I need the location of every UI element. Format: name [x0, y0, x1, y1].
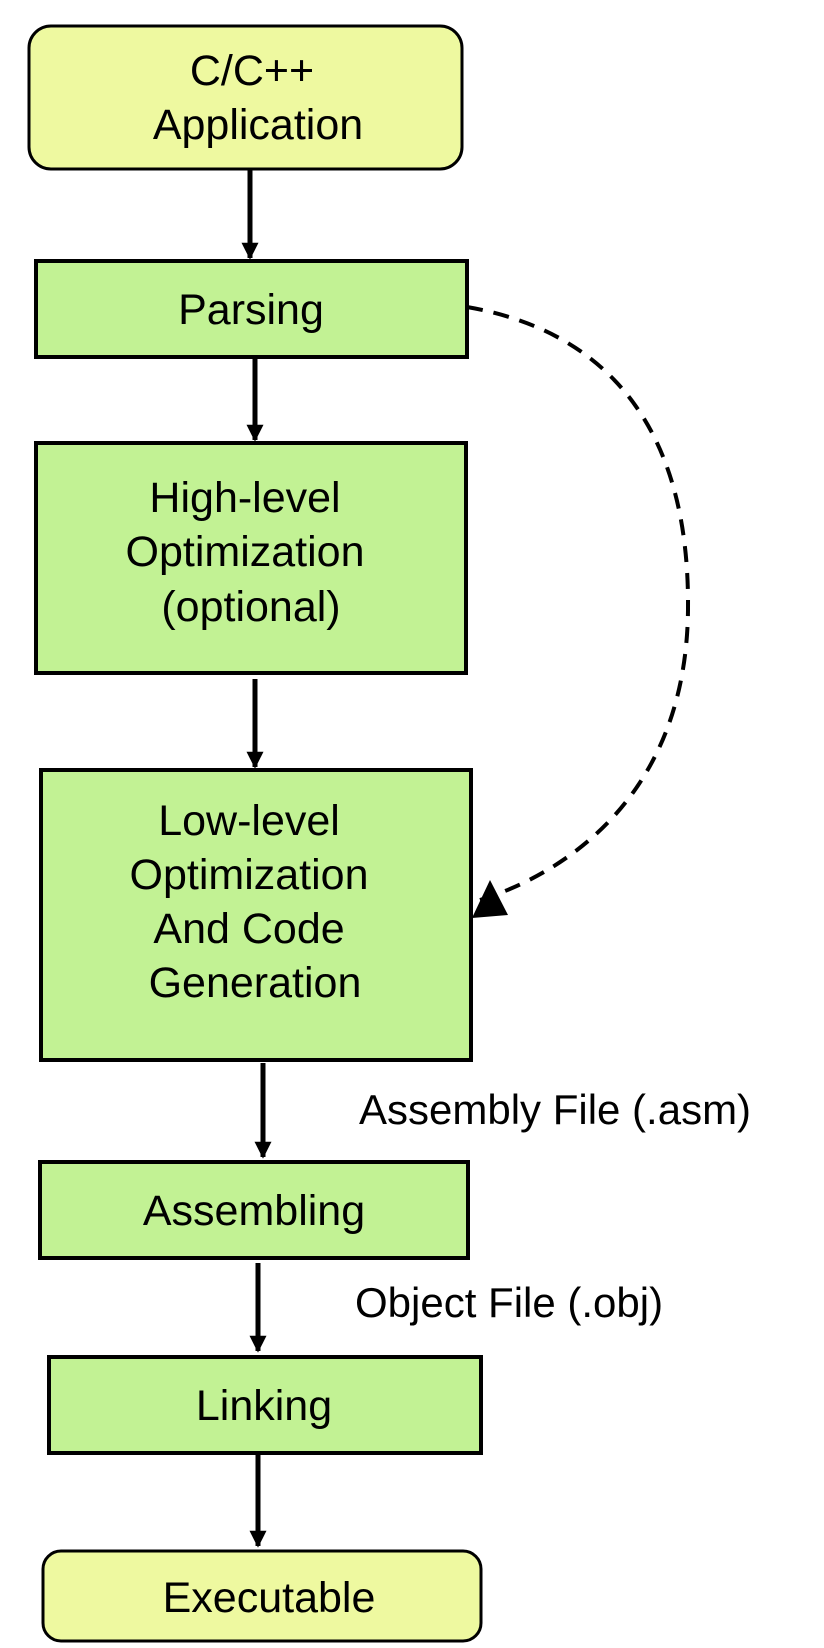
low-level-label-line: Low-level: [158, 797, 340, 845]
executable-label-line: Executable: [163, 1574, 376, 1622]
application-box: [27, 24, 464, 171]
linking-label: Linking: [196, 1382, 332, 1430]
high-level-label: High-level Optimization (optional): [126, 474, 377, 631]
parsing-label-line: Parsing: [178, 286, 324, 334]
application-label: C/C++ Application: [153, 47, 363, 149]
dashed-arrow-parsing-to-low-level: [466, 305, 691, 902]
executable-label: Executable: [163, 1574, 376, 1622]
high-level-label-line: High-level: [149, 474, 340, 522]
assembling-label-line: Assembling: [143, 1187, 365, 1235]
assembling-label: Assembling: [143, 1187, 365, 1235]
application-label-line: C/C++: [190, 47, 314, 95]
object-file-label: Object File (.obj): [355, 1279, 663, 1326]
linking-label-line: Linking: [196, 1382, 332, 1430]
linking-box: [47, 1355, 483, 1455]
low-level-label-line: Generation: [149, 959, 362, 1007]
application-label-line: Application: [153, 101, 363, 149]
dashed-arrowhead: [472, 880, 508, 918]
parsing-box: [34, 259, 469, 359]
low-level-optimization-box: [39, 768, 473, 1062]
low-level-label-line: Optimization: [130, 851, 369, 899]
parsing-label: Parsing: [178, 286, 324, 334]
assembly-file-label: Assembly File (.asm): [359, 1086, 751, 1133]
low-level-label: Low-level Optimization And Code Generati…: [130, 797, 381, 1007]
high-level-label-line: (optional): [161, 583, 340, 631]
low-level-label-line: And Code: [153, 905, 344, 953]
assembling-box: [38, 1160, 470, 1260]
executable-box: [41, 1549, 483, 1643]
high-level-label-line: Optimization: [126, 528, 365, 576]
high-level-optimization-box: [34, 441, 468, 675]
